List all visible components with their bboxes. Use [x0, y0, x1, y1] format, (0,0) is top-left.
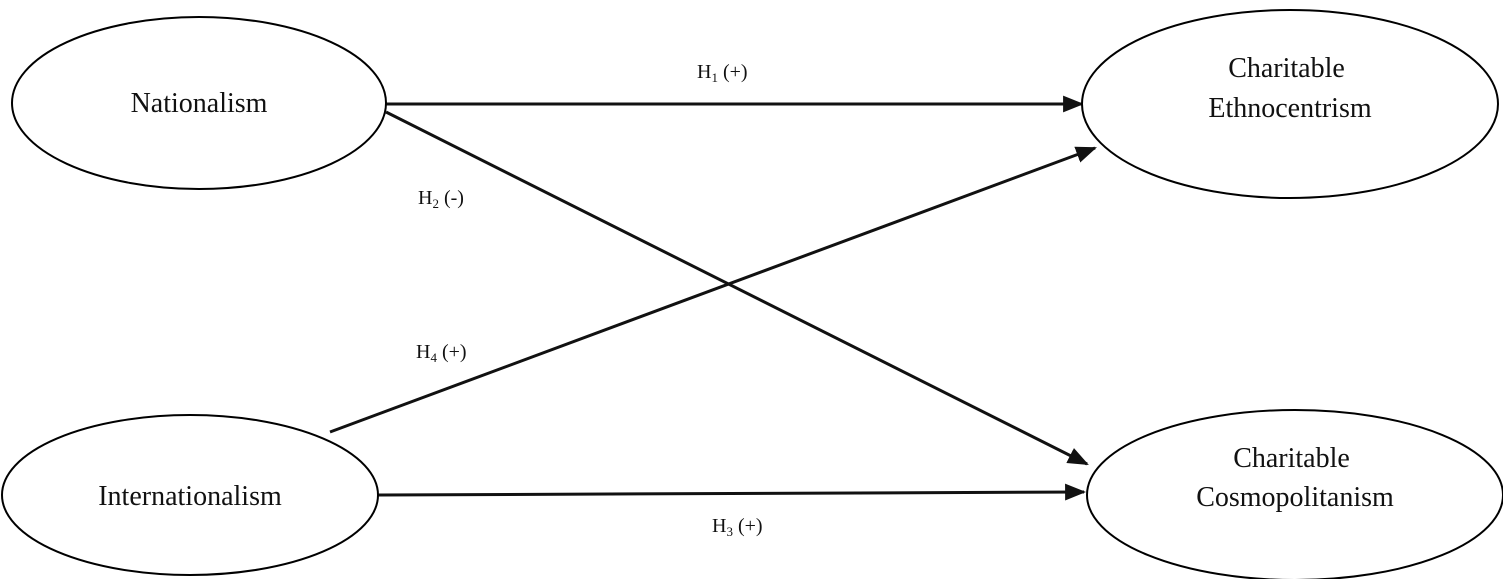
edge-h3-letter: H	[712, 515, 726, 537]
node-charitable-cosmopolitanism: Charitable Cosmopolitanism	[1086, 409, 1503, 579]
node-internationalism-ellipse	[1, 414, 379, 576]
node-internationalism-label: Internationalism	[98, 481, 282, 512]
edge-h3-sign: (+)	[733, 515, 763, 537]
node-charitable-ethnocentrism-line2: Ethnocentrism	[1208, 93, 1372, 124]
edge-h1-letter: H	[697, 61, 711, 83]
node-nationalism: Nationalism	[11, 16, 387, 190]
node-charitable-cosmopolitanism-line2: Cosmopolitanism	[1196, 482, 1394, 513]
edge-h3-label: H3 (+)	[712, 515, 763, 539]
edge-h4-sign: (+)	[437, 341, 467, 363]
node-nationalism-ellipse	[11, 16, 387, 190]
node-charitable-ethnocentrism: Charitable Ethnocentrism	[1081, 9, 1499, 199]
node-charitable-cosmopolitanism-line1: Charitable	[1233, 443, 1350, 474]
edge-h2-sign: (-)	[439, 187, 464, 209]
edge-h2-arrow	[385, 110, 1089, 466]
edge-h1-label: H1 (+)	[697, 61, 748, 85]
node-charitable-ethnocentrism-ellipse	[1081, 9, 1499, 199]
edge-h1-subscript: 1	[711, 70, 718, 85]
node-charitable-cosmopolitanism-ellipse	[1086, 409, 1503, 579]
edge-h2-letter: H	[418, 187, 432, 209]
edge-h3-subscript: 3	[726, 524, 733, 539]
edge-h2-subscript: 2	[432, 196, 439, 211]
edge-h2-label: H2 (-)	[418, 187, 464, 211]
node-nationalism-label: Nationalism	[131, 88, 268, 119]
node-charitable-ethnocentrism-line1: Charitable	[1228, 53, 1345, 84]
edge-h1-sign: (+)	[718, 61, 748, 83]
node-internationalism: Internationalism	[1, 414, 379, 576]
node-charitable-cosmopolitanism-label: Charitable Cosmopolitanism	[1196, 443, 1394, 513]
edge-h3-arrow	[377, 483, 1087, 501]
edge-h4-label: H4 (+)	[416, 341, 467, 365]
edge-h4-subscript: 4	[430, 350, 437, 365]
edge-h4-letter: H	[416, 341, 430, 363]
edge-h4-arrow	[329, 146, 1097, 434]
node-charitable-ethnocentrism-label: Charitable Ethnocentrism	[1208, 53, 1372, 124]
